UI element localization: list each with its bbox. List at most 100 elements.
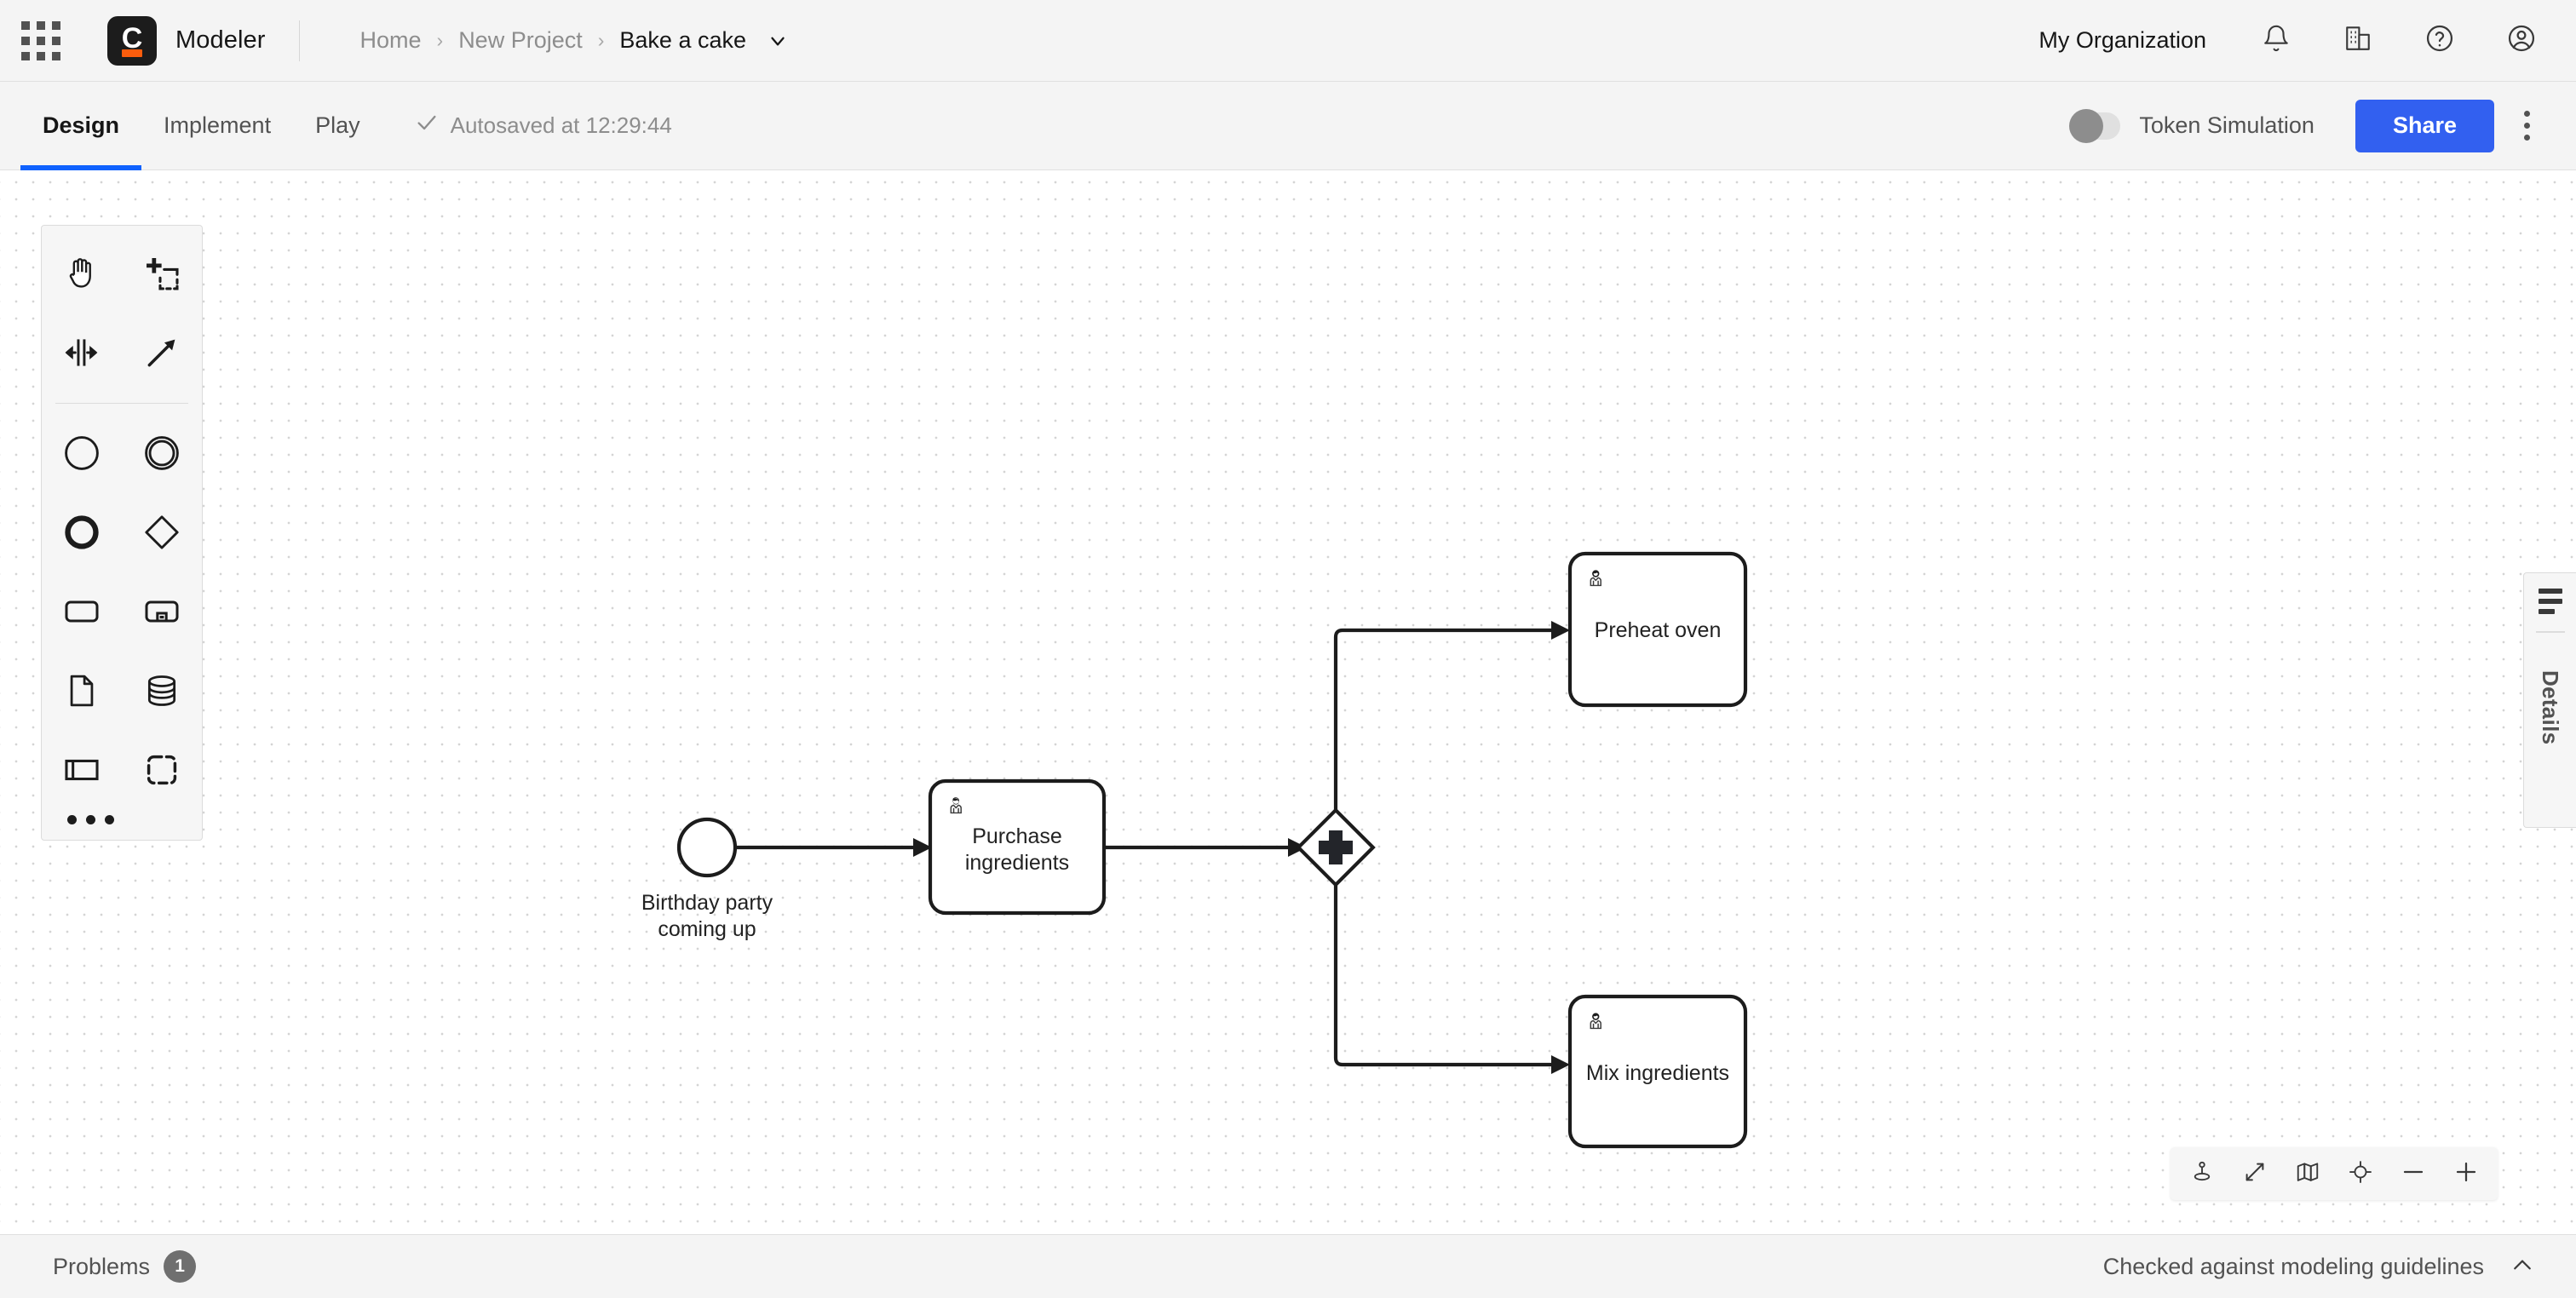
palette-lasso-tool[interactable] <box>122 236 202 315</box>
problems-button[interactable]: Problems 1 <box>53 1250 197 1283</box>
diagram-canvas[interactable]: Birthday party coming up Purchase ingred… <box>0 170 2576 1234</box>
bpmn-label-start-line1: Birthday party <box>641 891 773 915</box>
bpmn-parallel-gateway <box>1296 807 1376 887</box>
tab-design-label: Design <box>43 112 120 138</box>
logo-accent-bar <box>122 49 142 57</box>
details-panel-title: Details <box>2538 670 2563 745</box>
minimap-button[interactable] <box>2281 1147 2334 1200</box>
tab-group: Design Implement Play Autosaved at 12:29… <box>0 82 672 170</box>
connect-tool-icon <box>143 334 181 376</box>
bpmn-task-mix <box>1567 994 1748 1149</box>
palette-end-event[interactable] <box>42 495 122 574</box>
tab-implement[interactable]: Implement <box>141 82 293 170</box>
header-divider <box>299 20 301 61</box>
token-simulation-label: Token Simulation <box>2139 112 2314 138</box>
camunda-logo-icon: C <box>107 15 157 66</box>
palette-hand-tool[interactable] <box>42 236 122 315</box>
help-button[interactable] <box>2399 0 2481 82</box>
bpmn-label-start: Birthday party coming up <box>596 890 818 942</box>
breadcrumb-item-home[interactable]: Home <box>359 27 422 53</box>
fit-viewport-button[interactable] <box>2228 1147 2281 1200</box>
palette-data-object[interactable] <box>42 653 122 732</box>
palette-start-event[interactable] <box>42 416 122 495</box>
breadcrumb: Home › New Project › Bake a cake <box>359 27 789 54</box>
problems-label: Problems <box>53 1253 151 1279</box>
pin-marker-icon <box>2189 1159 2215 1189</box>
bpmn-start-event <box>676 817 738 878</box>
breadcrumb-separator: › <box>436 29 444 51</box>
reset-zoom-button[interactable] <box>2334 1147 2387 1200</box>
tab-play-label: Play <box>315 112 360 138</box>
list-menu-icon[interactable] <box>2538 589 2562 614</box>
bpmn-palette <box>41 225 203 841</box>
autosave-status: Autosaved at 12:29:44 <box>415 111 672 141</box>
autosave-text: Autosaved at 12:29:44 <box>450 112 672 138</box>
brand-name: Modeler <box>175 26 266 54</box>
tab-design[interactable]: Design <box>20 82 142 170</box>
grid-apps-icon <box>21 20 60 60</box>
organization-name[interactable]: My Organization <box>2038 27 2206 53</box>
palette-connect-tool[interactable] <box>122 315 202 394</box>
zoom-out-button[interactable] <box>2387 1147 2440 1200</box>
breadcrumb-item-diagram[interactable]: Bake a cake <box>619 27 746 53</box>
toggle-knob <box>2069 108 2104 143</box>
zoom-in-icon <box>2452 1158 2480 1190</box>
hand-tool-icon <box>63 255 101 296</box>
bpmn-label-purchase: Purchase ingredients <box>930 824 1104 876</box>
breadcrumb-item-project[interactable]: New Project <box>458 27 583 53</box>
zoom-out-icon <box>2400 1158 2427 1190</box>
chevron-down-icon[interactable] <box>767 30 789 52</box>
user-avatar-icon <box>2506 23 2537 58</box>
palette-space-tool[interactable] <box>42 315 122 394</box>
data-store-icon <box>143 672 181 714</box>
bpmn-label-preheat: Preheat oven <box>1594 618 1722 642</box>
share-button[interactable]: Share <box>2355 99 2494 152</box>
pin-marker-button[interactable] <box>2176 1147 2228 1200</box>
check-icon <box>415 111 439 141</box>
toggle-track <box>2069 108 2121 143</box>
user-account-button[interactable] <box>2481 0 2562 82</box>
zoom-in-button[interactable] <box>2440 1147 2493 1200</box>
ellipsis-icon[interactable] <box>42 815 202 824</box>
tab-play[interactable]: Play <box>293 82 382 170</box>
problems-count-badge: 1 <box>164 1250 197 1283</box>
subprocess-icon <box>141 591 182 636</box>
tab-bar: Design Implement Play Autosaved at 12:29… <box>0 82 2576 170</box>
app-switcher-button[interactable] <box>0 0 82 82</box>
palette-participant[interactable] <box>42 732 122 812</box>
bpmn-task-preheat <box>1567 551 1748 708</box>
tab-bar-actions: Token Simulation Share <box>2069 85 2576 167</box>
chevron-up-icon[interactable] <box>2510 1252 2535 1282</box>
task-icon <box>61 591 102 636</box>
end-event-icon <box>62 513 101 556</box>
group-icon <box>143 751 181 793</box>
palette-gateway[interactable] <box>122 495 202 574</box>
palette-intermediate-event[interactable] <box>122 416 202 495</box>
bpmn-label-purchase-line2: ingredients <box>964 850 1070 875</box>
start-event-icon <box>62 434 101 477</box>
details-panel[interactable]: Details <box>2523 572 2576 828</box>
guidelines-status-text: Checked against modeling guidelines <box>2102 1253 2484 1279</box>
notifications-button[interactable] <box>2235 0 2317 82</box>
minimap-icon <box>2295 1159 2320 1189</box>
token-simulation-toggle[interactable]: Token Simulation <box>2069 108 2314 143</box>
logo-letter: C <box>121 21 143 55</box>
participant-icon <box>62 750 101 794</box>
palette-subprocess[interactable] <box>122 574 202 653</box>
bpmn-diagram: Birthday party coming up Purchase ingred… <box>0 170 2576 1234</box>
organization-button[interactable] <box>2317 0 2399 82</box>
details-divider <box>2535 631 2565 633</box>
palette-data-store[interactable] <box>122 653 202 732</box>
reset-zoom-icon <box>2348 1159 2373 1189</box>
help-icon <box>2424 23 2455 58</box>
status-bar: Problems 1 Checked against modeling guid… <box>0 1234 2576 1298</box>
header-right: My Organization <box>2038 0 2576 82</box>
palette-group[interactable] <box>122 732 202 812</box>
palette-task[interactable] <box>42 574 122 653</box>
brand[interactable]: C Modeler <box>82 15 266 66</box>
canvas-controls <box>2171 1147 2498 1200</box>
lasso-tool-icon <box>143 255 181 296</box>
kebab-menu-icon[interactable] <box>2494 85 2559 167</box>
palette-divider <box>55 403 188 404</box>
